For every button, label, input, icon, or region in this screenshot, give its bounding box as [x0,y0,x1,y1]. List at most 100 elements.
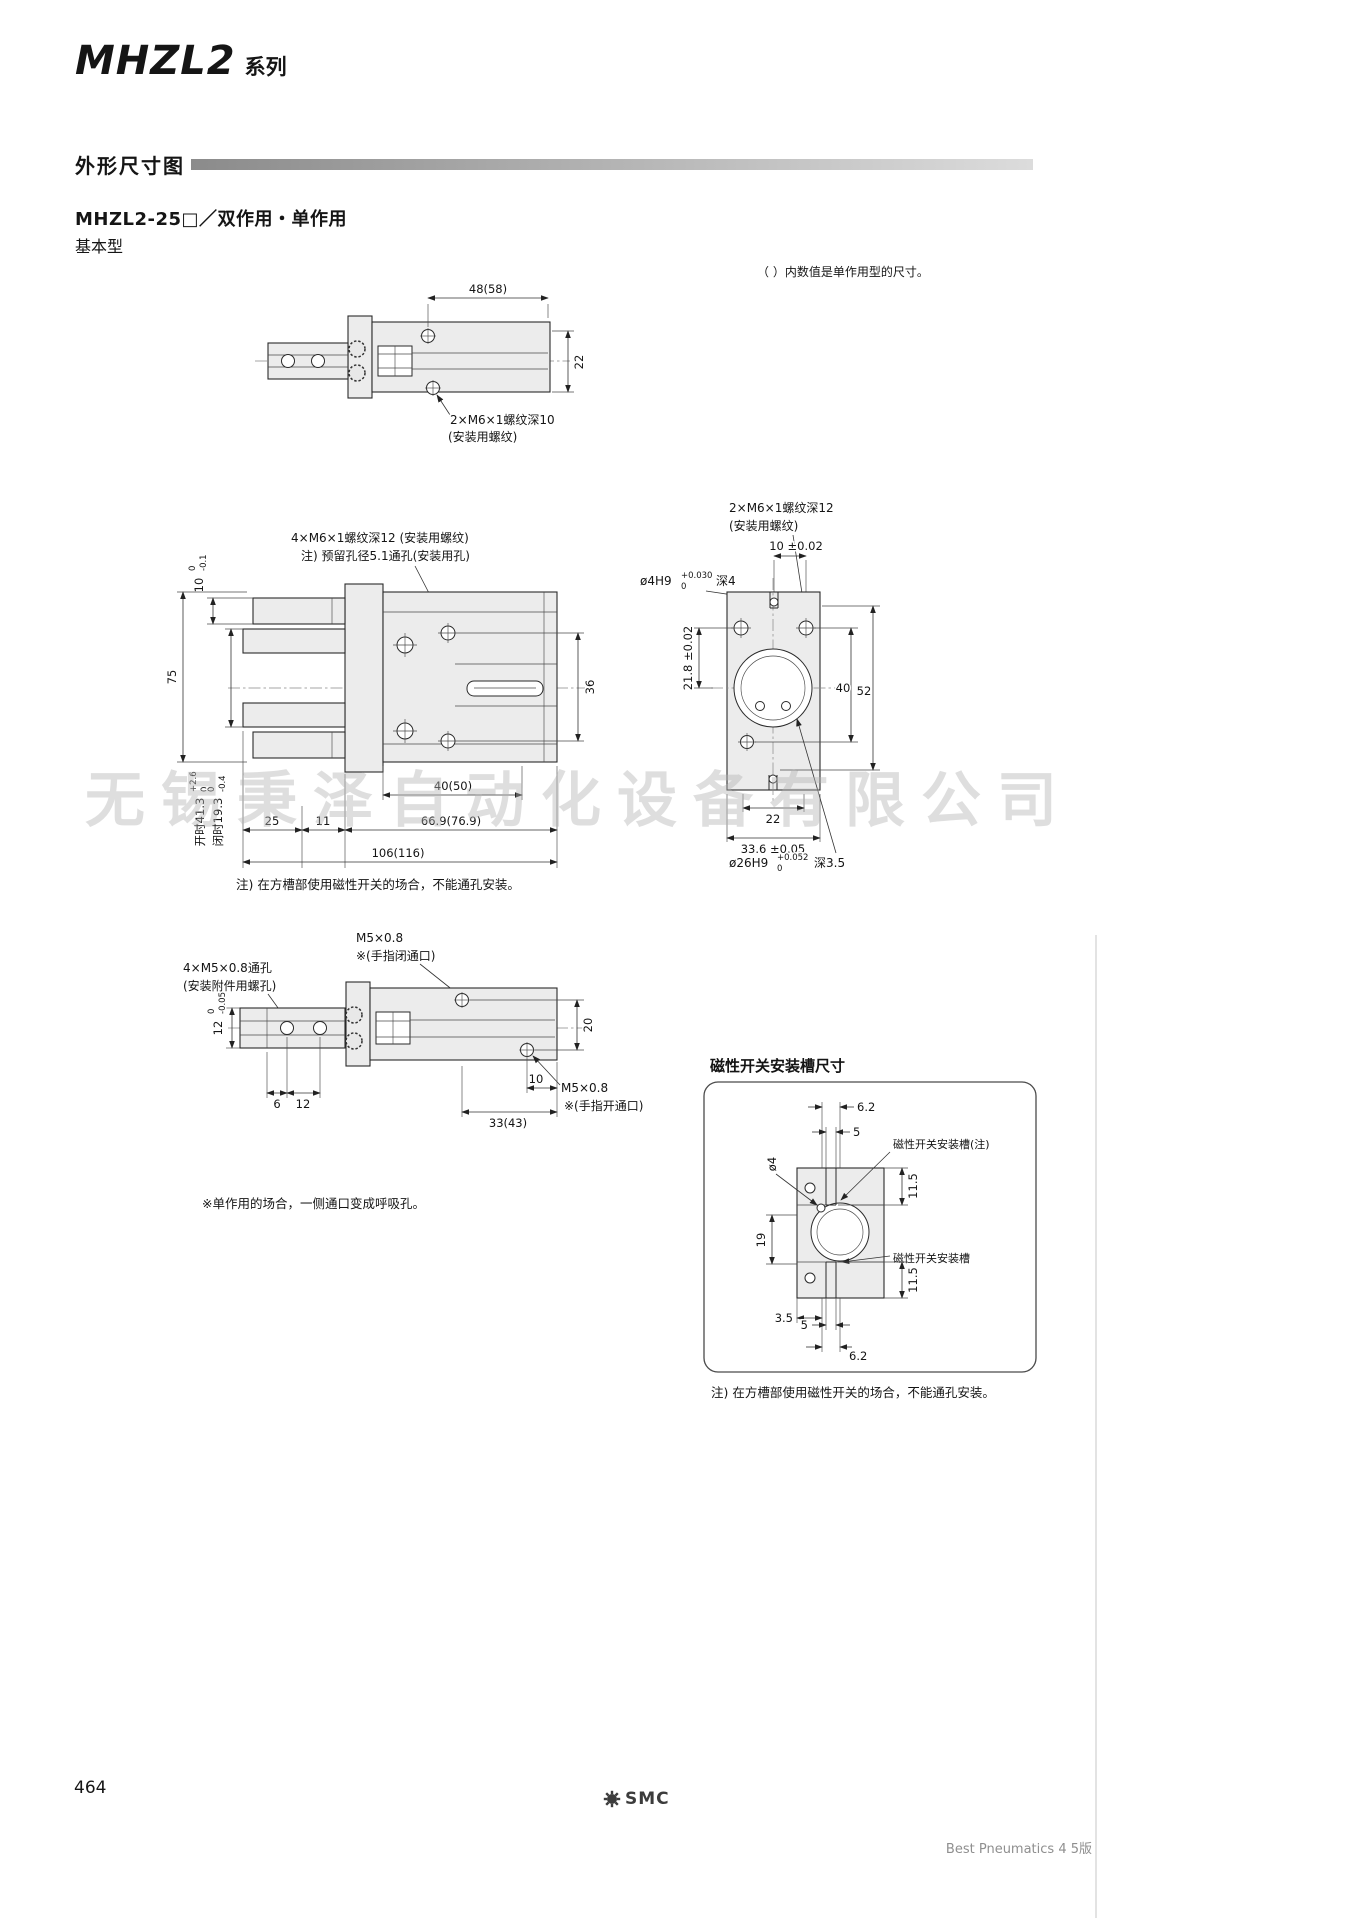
mount-thread-callout: 4×M6×1螺纹深12 (安装用螺纹) [291,530,469,545]
dim-6: 6 [273,1097,280,1111]
dim-open: 开时41.3 +2.6 0 [188,770,212,848]
dim-plate-tol-lower: -0.05 [218,992,228,1014]
finger-hole [281,354,295,368]
dim-5-bottom: 5 [801,1318,808,1332]
dim-close: 闭时19.3 0 -0.4 [206,774,230,848]
dowel-hole [769,597,779,607]
switch-groove-panel: 磁性开关安装槽尺寸 6.2 [703,1056,1037,1402]
dim-o4: ø4 [765,1157,779,1171]
page-number: 464 [74,1778,107,1798]
sub-heading: 基本型 [75,237,124,256]
dim-33-6: 33.6 ±0.05 [741,842,806,856]
dim-arm-value: 10 [192,578,206,593]
dim-open-value: 开时41.3 [193,798,207,847]
lower-finger [242,702,346,728]
bore-tol-lower: 0 [777,864,782,874]
dowel-hole [768,774,778,784]
dim-33-43: 33(43) [489,1116,527,1130]
dim-6-2-bottom: 6.2 [849,1349,867,1363]
center-bore [733,648,813,728]
series-title: MHZL2 系列 [75,38,287,84]
dim-40-50: 40(50) [434,779,472,793]
upper-arm [252,597,346,625]
pilot-hole-callout: 注) 预留孔径5.1通孔(安装用孔) [301,548,470,563]
dim-arm-tol-lower: -0.1 [199,554,209,571]
groove-label-top: 磁性开关安装槽(注) [893,1137,990,1151]
dim-66-9: 66.9(76.9) [421,814,481,828]
attachment-holes-callout-line1: 4×M5×0.8通孔 [183,961,272,975]
attachment-holes-callout-line2: (安装附件用螺孔) [183,978,276,993]
dim-width: 48(58) [469,282,507,296]
knurled-ring [345,1032,363,1050]
switch-panel-note: 注) 在方槽部使用磁性开关的场合，不能通孔安装。 [711,1385,995,1400]
dim-open-tol-lower: 0 [200,787,210,792]
attachment-hole [280,1021,294,1035]
dim-11-5-bottom: 11.5 [906,1267,920,1293]
switch-slot [466,680,544,697]
large-side-view: 4×M6×1螺纹深12 (安装用螺纹) 注) 预留孔径5.1通孔(安装用孔) [164,529,599,894]
center-bore [810,1202,870,1262]
dim-19: 19 [754,1233,768,1248]
port-bottom-callout-line1: M5×0.8 [561,1081,608,1095]
dim-plate-tol-upper: 0 [207,1009,217,1014]
thread-callout-line1: 2×M6×1螺纹深10 [450,413,555,427]
bore-label: ø26H9 [729,856,768,870]
attachment-hole [313,1021,327,1035]
dim-pitch: 10 ±0.02 [769,539,823,553]
series-suffix: 系列 [244,55,287,79]
switch-panel-box [703,1081,1037,1373]
bore-depth: 深3.5 [814,856,845,870]
section-bar [191,159,1033,170]
dim-52: 52 [857,684,872,698]
dim-arm-tol-upper: 0 [188,566,198,571]
bore-tol-upper: +0.052 [777,853,808,863]
pin-hole [816,1203,826,1213]
upper-finger [242,628,346,654]
smc-logo-text: SMC [625,1789,670,1809]
end-thread-callout-line2: (安装用螺纹) [729,518,798,533]
dim-22: 22 [766,812,781,826]
mount-hole [804,1182,816,1194]
mount-hole [804,1272,816,1284]
switch-panel-title: 磁性开关安装槽尺寸 [710,1057,845,1075]
dim-height: 22 [572,355,586,370]
model-heading: MHZL2-25□／双作用・单作用 [75,209,348,230]
dim-6-2-top: 6.2 [857,1100,875,1114]
dim-75: 75 [165,670,179,685]
section-header-row: 外形尺寸图 [75,150,1033,179]
dim-plate-height: 12 0 -0.05 [206,991,230,1037]
pin-hole-tol-lower: 0 [681,582,686,592]
dim-21-8: 21.8 ±0.02 [681,626,695,691]
dim-20: 20 [581,1018,595,1033]
dim-plate-value: 12 [211,1021,225,1036]
dim-11: 11 [316,814,331,828]
end-thread-callout-line1: 2×M6×1螺纹深12 [729,501,834,515]
finger-block [267,342,349,380]
paren-note: （ ）内数值是单作用型的尺寸。 [757,265,929,279]
dim-close-value: 闭时19.3 [211,798,225,847]
dim-36: 36 [583,680,597,695]
smc-logo: SMC [603,1789,670,1809]
knurled-ring [348,340,366,358]
port-side-view: M5×0.8 ※(手指闭通口) 4×M5×0.8通孔 (安装附件用螺孔) [182,930,645,1213]
dim-12: 12 [296,1097,311,1111]
footer-edition-note: Best Pneumatics 4 5版 [945,1842,1092,1857]
dim-40: 40 [836,681,851,695]
mounting-flange [344,583,384,773]
pin-hole-label: ø4H9 [640,574,672,588]
finger-hole [311,354,325,368]
mounting-flange [345,981,371,1067]
smc-logo-icon [603,1790,621,1808]
dim-25: 25 [265,814,280,828]
top-side-view: 48(58) 22 2×M6×1螺纹深10 (安装用螺纹) [255,281,588,446]
groove-label-bottom: 磁性开关安装槽 [893,1251,970,1265]
port-top-callout-line1: M5×0.8 [356,931,403,945]
side-view-note: 注) 在方槽部使用磁性开关的场合，不能通孔安装。 [236,877,520,892]
dim-close-tol-upper: 0 [207,787,217,792]
thread-callout-line2: (安装用螺纹) [448,429,517,444]
watermark: 无锡秉泽自动化设备有限公司 [85,766,1073,836]
dim-10: 10 [529,1072,544,1086]
port-bottom-callout-line2: ※(手指开通口) [564,1098,643,1113]
